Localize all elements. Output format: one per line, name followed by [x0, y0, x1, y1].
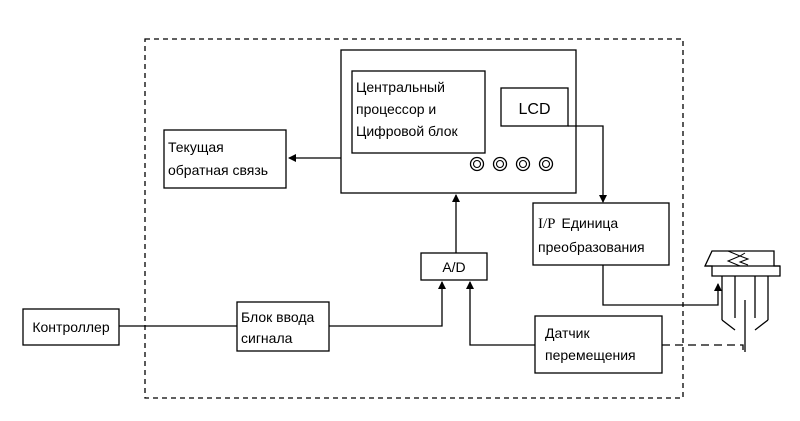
ip-label-line2: преобразования	[538, 239, 645, 255]
lcd-box	[500, 87, 569, 127]
cpu-label-line2: процессор и	[356, 101, 436, 117]
feedback-box	[163, 129, 287, 189]
ip-label-line1: I/P Единица	[538, 215, 618, 232]
ad-label: A/D	[442, 259, 465, 275]
main-unit-box	[340, 49, 577, 194]
connectors	[119, 125, 744, 352]
arrow-input-to-ad	[329, 281, 446, 327]
controller-box	[22, 308, 120, 346]
sensor-label-line2: перемещения	[545, 347, 636, 363]
arrow-lcd-to-ip	[568, 125, 607, 203]
control-knobs	[469, 156, 554, 172]
dashed-sensor-to-valve	[662, 344, 744, 352]
cpu-label-line3: Цифровой блок	[356, 123, 459, 139]
signal-input-label-line1: Блок ввода	[241, 309, 315, 325]
sensor-label-line1: Датчик	[545, 325, 590, 341]
controller-label: Контроллер	[32, 319, 109, 335]
feedback-label-line2: обратная связь	[168, 162, 268, 178]
feedback-label-line1: Текущая	[168, 139, 224, 155]
knob-icon	[492, 156, 508, 172]
valve-actuator-icon	[703, 250, 781, 352]
lcd-label: LCD	[518, 101, 550, 118]
knob-icon	[515, 156, 531, 172]
knob-icon	[469, 156, 485, 172]
ad-box	[420, 252, 488, 281]
cpu-box	[351, 70, 486, 154]
ip-label-word: Единица	[562, 215, 619, 231]
device-boundary	[144, 38, 684, 399]
signal-input-label-line2: сигнала	[241, 330, 293, 346]
arrow-ip-to-valve	[602, 265, 722, 306]
ip-prefix: I/P	[538, 216, 556, 232]
ip-unit-box	[532, 202, 670, 266]
arrow-sensor-to-ad	[466, 281, 535, 346]
knob-icon	[538, 156, 554, 172]
cpu-label-line1: Центральный	[356, 79, 445, 95]
